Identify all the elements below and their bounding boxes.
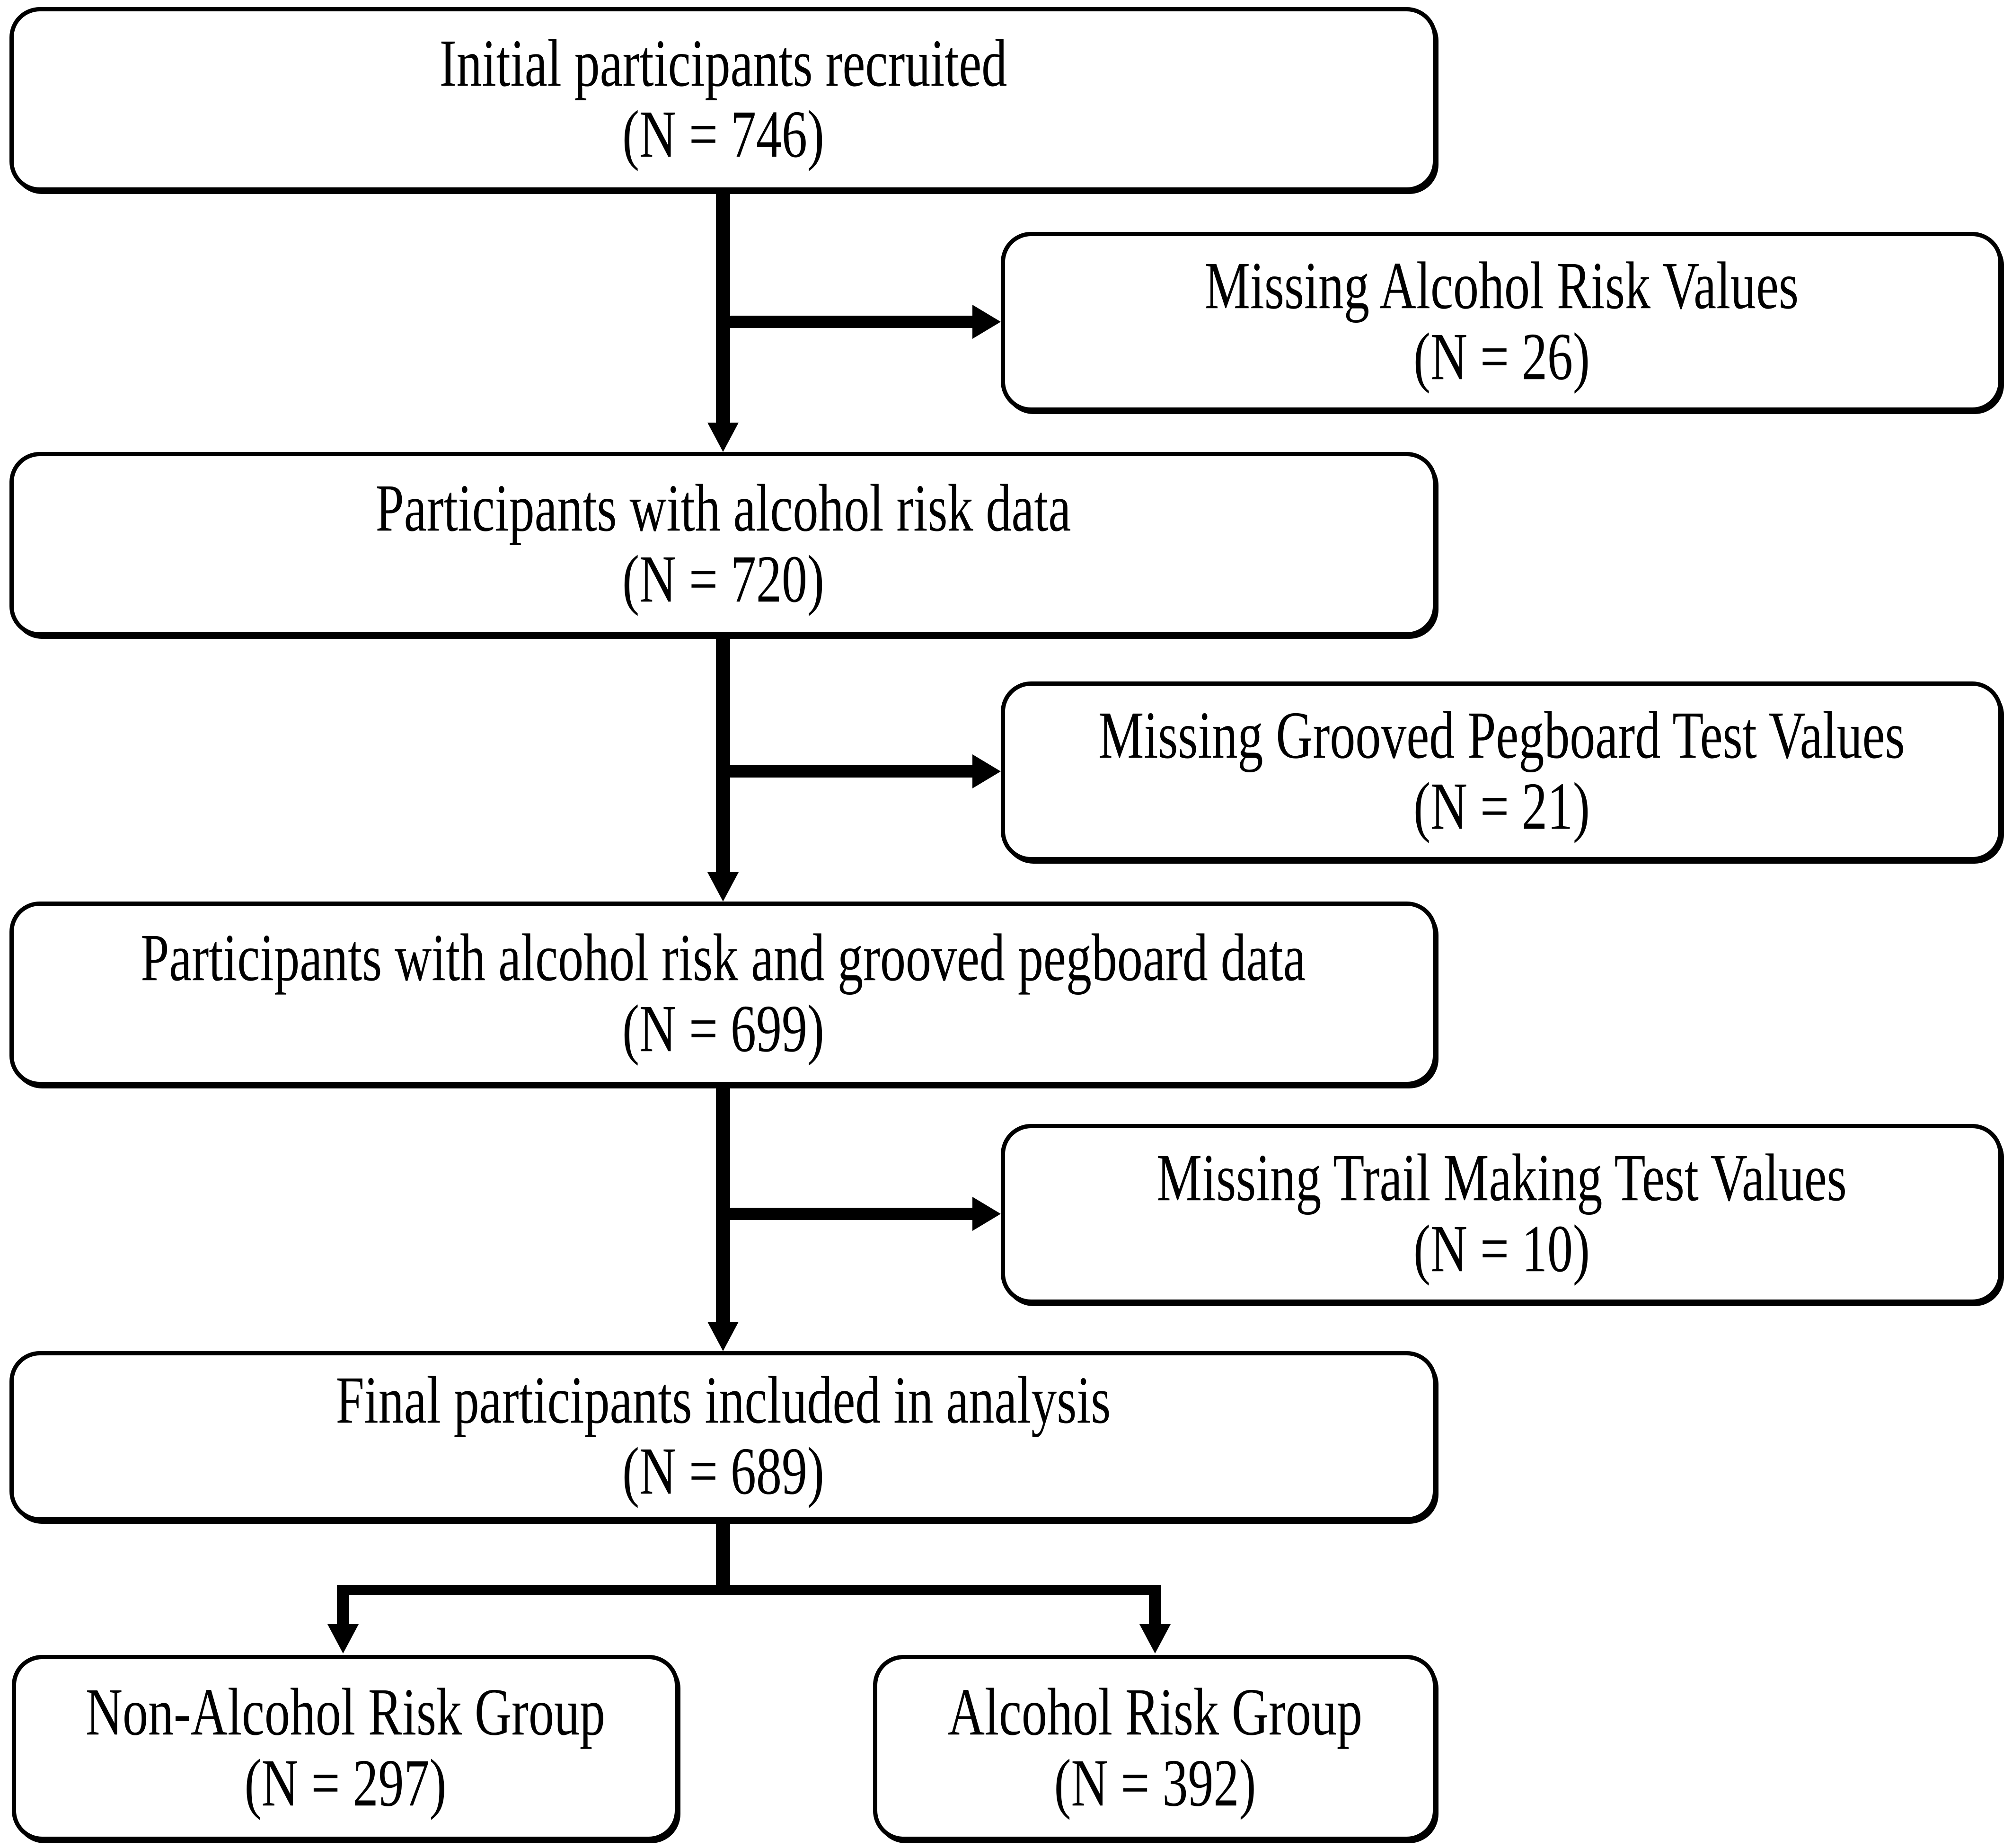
arrow-branch-2 [716, 765, 972, 778]
flow-box-missing-alcohol-risk: Missing Alcohol Risk Values (N = 26) [1001, 232, 2003, 412]
arrowhead-right-2-icon [972, 754, 1001, 788]
box-n-value: (N = 392) [1054, 1746, 1256, 1821]
arrowhead-down-right-icon [1139, 1624, 1171, 1653]
arrowhead-right-1-icon [972, 305, 1001, 339]
split-bar [337, 1585, 1161, 1595]
flow-box-non-alcohol-risk-group: Non-Alcohol Risk Group (N = 297) [12, 1655, 679, 1841]
box-label: Participants with alcohol risk data [375, 471, 1071, 546]
box-label: Initial participants recruited [439, 27, 1007, 101]
box-n-value: (N = 720) [622, 542, 824, 617]
box-n-value: (N = 689) [622, 1434, 824, 1509]
flow-box-alcohol-risk-group: Alcohol Risk Group (N = 392) [873, 1655, 1437, 1841]
box-n-value: (N = 746) [622, 97, 824, 172]
box-label: Missing Trail Making Test Values [1156, 1141, 1847, 1216]
box-label: Missing Grooved Pegboard Test Values [1098, 699, 1905, 773]
arrow-stem-4 [716, 1519, 730, 1595]
box-label: Missing Alcohol Risk Values [1204, 249, 1799, 324]
arrowhead-down-1-icon [707, 423, 739, 452]
box-label: Final participants included in analysis [335, 1363, 1111, 1438]
box-n-value: (N = 297) [244, 1746, 447, 1821]
arrow-branch-1 [716, 316, 972, 328]
arrowhead-right-3-icon [972, 1197, 1001, 1231]
arrowhead-down-3-icon [707, 1322, 739, 1351]
flow-box-pegboard-data: Participants with alcohol risk and groov… [9, 902, 1437, 1086]
box-n-value: (N = 21) [1413, 769, 1590, 844]
box-n-value: (N = 26) [1413, 319, 1590, 394]
split-neck-left [337, 1594, 349, 1625]
flow-box-final-analysis: Final participants included in analysis … [9, 1351, 1437, 1521]
flow-box-alcohol-risk-data: Participants with alcohol risk data (N =… [9, 452, 1437, 637]
flow-box-missing-pegboard: Missing Grooved Pegboard Test Values (N … [1001, 681, 2003, 861]
split-neck-right [1149, 1594, 1161, 1625]
flow-box-initial-recruited: Initial participants recruited (N = 746) [9, 7, 1437, 192]
arrow-stem-3 [716, 1084, 730, 1323]
box-n-value: (N = 10) [1413, 1211, 1590, 1286]
box-label: Participants with alcohol risk and groov… [141, 921, 1306, 996]
flow-box-missing-trail-making: Missing Trail Making Test Values (N = 10… [1001, 1124, 2003, 1304]
arrow-stem-2 [716, 634, 730, 873]
box-n-value: (N = 699) [622, 991, 824, 1066]
arrow-stem-1 [716, 189, 730, 424]
arrowhead-down-2-icon [707, 872, 739, 902]
arrowhead-down-left-icon [327, 1624, 359, 1653]
arrow-branch-3 [716, 1208, 972, 1220]
box-label: Non-Alcohol Risk Group [86, 1675, 605, 1750]
box-label: Alcohol Risk Group [948, 1675, 1362, 1750]
